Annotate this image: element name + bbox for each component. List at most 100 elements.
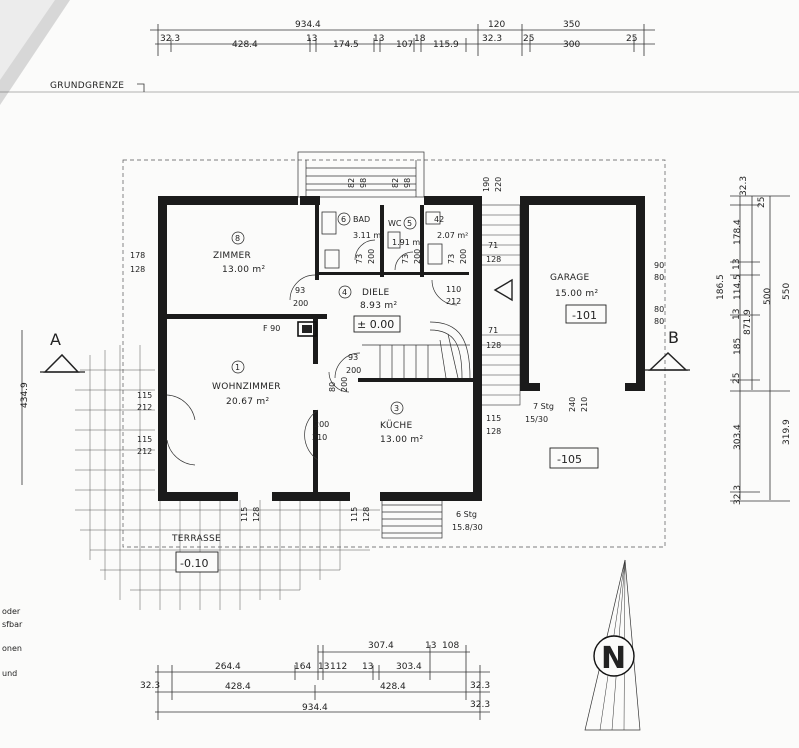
room-number: 8 [235,234,240,243]
property-line-marker [137,83,145,92]
svg-text:115: 115 [240,507,249,522]
svg-text:190: 190 [482,177,491,192]
bottom-dimension-lines [155,645,490,720]
dim-top-part: 18 [414,34,426,44]
section-a-label: A [50,330,61,349]
svg-text:500: 500 [763,288,773,305]
svg-text:110: 110 [446,285,461,294]
dim-top-overall: 934.4 [295,20,321,30]
sanitary-fixtures [321,211,443,269]
svg-text:73: 73 [447,254,456,264]
interior-stair [362,321,471,379]
svg-text:212: 212 [446,297,461,306]
roof-outline [122,159,666,548]
page-corner-highlight [0,0,55,80]
svg-text:428.4: 428.4 [380,682,406,692]
room-diele: 4 DIELE 8.93 m² ± 0.00 [338,285,401,333]
room-name: WC [388,219,402,228]
section-a-marker-icon [43,353,80,373]
level-ground: ± 0.00 [357,318,394,331]
svg-text:32.3: 32.3 [470,700,490,710]
bottom-dimension-texts: 307.4 13 108 32.3 264.4 164 13 112 13 30… [140,641,490,713]
svg-text:934.4: 934.4 [302,703,328,713]
level-terrace: -0.10 [180,557,208,570]
room-wc: WC 5 1.91 m² [388,216,423,247]
dim-top-part: 25 [626,34,637,44]
svg-text:80: 80 [654,305,664,314]
room-zimmer: 8 ZIMMER 13.00 m² [213,231,265,275]
outside-stairs [479,204,521,406]
svg-text:oder: oder [2,607,21,616]
svg-text:115: 115 [137,435,152,444]
svg-text:164: 164 [294,662,311,672]
svg-text:114.5: 114.5 [733,274,743,300]
svg-text:112: 112 [330,662,347,672]
svg-text:98: 98 [359,178,368,188]
dim-top-part: 25 [523,34,534,44]
svg-text:onen: onen [2,644,22,653]
level-box [549,447,599,469]
svg-text:307.4: 307.4 [368,641,394,651]
interior-walls [167,205,473,492]
dim-top-garage: 350 [563,20,580,30]
svg-text:200: 200 [459,249,468,264]
svg-text:71: 71 [488,241,498,250]
room-area: 20.67 m² [226,397,269,407]
room-name: WOHNZIMMER [212,382,281,392]
right-dimension-texts: 32.3 25 178.4 13 114.5 13 185 25 303.4 3… [716,176,792,505]
stair-note: 15.8/30 [452,523,483,532]
room-area: 3.11 m² [353,231,384,240]
room-number: 4 [342,288,347,297]
terrace-label: TERRASSE [171,534,221,544]
svg-text:73: 73 [401,254,410,264]
svg-text:32.3: 32.3 [739,176,749,196]
room-area: 8.93 m² [360,301,397,311]
margin-notes: oder sfbar onen und [2,607,23,678]
svg-text:185: 185 [733,338,743,355]
right-dimension-lines [730,195,790,502]
north-arrow-icon: N [584,559,641,731]
svg-text:128: 128 [130,265,145,274]
svg-text:und: und [2,669,17,678]
room-bad: 6 BAD 3.11 m² [337,212,384,240]
svg-text:25: 25 [757,197,767,208]
door-swings [166,239,458,466]
room-name: DIELE [362,288,389,298]
svg-text:200: 200 [413,249,422,264]
level-box [565,304,607,324]
svg-text:115: 115 [350,507,359,522]
svg-text:13: 13 [425,641,436,651]
svg-text:71: 71 [488,326,498,335]
dim-top-part: 13 [373,34,384,44]
room-area: 13.00 m² [380,435,423,445]
svg-text:210: 210 [312,433,327,442]
stair-note: 7 Stg [533,402,554,411]
room-name: BAD [353,215,370,224]
fire-rating-label: F 90 [263,324,280,333]
svg-text:98: 98 [403,178,412,188]
svg-text:186.5: 186.5 [716,274,726,300]
svg-text:13: 13 [732,309,742,320]
svg-text:128: 128 [252,507,261,522]
svg-text:80: 80 [328,382,337,392]
svg-text:200: 200 [293,299,308,308]
room-number: 3 [394,404,399,413]
dim-top-part: 107 [396,40,413,50]
svg-text:sfbar: sfbar [2,620,23,629]
top-steps [297,151,425,198]
svg-text:13: 13 [732,259,742,270]
room-name: GARAGE [550,273,589,283]
svg-text:82: 82 [347,178,356,188]
svg-text:128: 128 [486,255,501,264]
room-number: 42 [434,215,444,224]
svg-text:115: 115 [486,414,501,423]
svg-text:128: 128 [362,507,371,522]
stair-direction-arrow [493,278,513,302]
svg-text:80: 80 [654,317,664,326]
svg-text:210: 210 [580,397,589,412]
room-number: 6 [341,215,346,224]
svg-text:871.9: 871.9 [743,309,753,335]
svg-text:428.4: 428.4 [225,682,251,692]
opening-dimensions: 178 128 82 98 82 98 190 220 90 80 80 80 … [130,177,664,522]
svg-text:93: 93 [348,353,358,362]
